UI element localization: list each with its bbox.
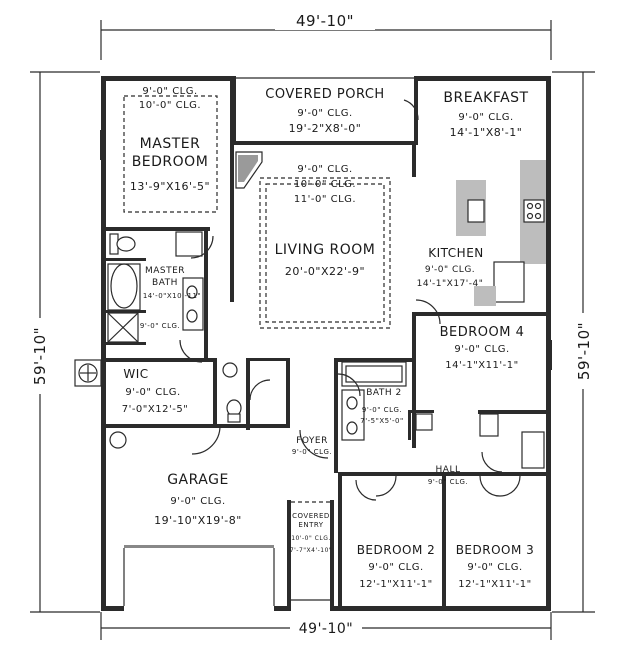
master-bath-name2: BATH	[152, 278, 178, 288]
living-room-name: LIVING ROOM	[275, 242, 376, 258]
covered-entry-size: 7'-7"X4'-10"	[290, 547, 332, 554]
dimension-right: 59'-10"	[552, 71, 595, 613]
dimension-left: 59'-10"	[30, 71, 100, 613]
water-heater-icon	[222, 362, 238, 378]
bedroom2-clg: 9'-0" CLG.	[368, 562, 423, 573]
living-room-clg2: 10'-0" CLG.	[294, 179, 356, 190]
breakfast-clg: 9'-0" CLG.	[458, 112, 513, 123]
master-bedroom-clg2: 10'-0" CLG.	[139, 100, 201, 111]
dimension-top: 49'-10"	[100, 10, 552, 60]
breakfast-size: 14'-1"X8'-1"	[450, 126, 523, 139]
bedroom2-size: 12'-1"X11'-1"	[359, 579, 432, 590]
garage-clg: 9'-0" CLG.	[170, 496, 225, 507]
master-bedroom-size: 13'-9"X16'-5"	[130, 180, 210, 193]
master-bedroom-clg1: 9'-0" CLG.	[142, 86, 197, 97]
kitchen-name: KITCHEN	[428, 246, 484, 260]
bedroom2-name: BEDROOM 2	[357, 543, 436, 557]
dimension-bottom: 49'-10"	[100, 612, 552, 640]
bath2-sink-icon	[346, 396, 358, 410]
foyer-name: FOYER	[296, 436, 328, 446]
kitchen-clg: 9'-0" CLG.	[425, 265, 475, 275]
stove-icon	[523, 199, 545, 223]
kitchen-size: 14'-1"X17'-4"	[417, 279, 484, 289]
dimension-top-label: 49'-10"	[296, 12, 354, 30]
dimension-left-label: 59'-10"	[31, 327, 49, 385]
foyer-clg: 9'-0" CLG.	[292, 448, 332, 456]
bedroom3-clg: 9'-0" CLG.	[467, 562, 522, 573]
living-room-size: 20'-0"X22'-9"	[285, 265, 365, 278]
living-room-clg3: 11'-0" CLG.	[294, 194, 356, 205]
bedroom4-clg: 9'-0" CLG.	[454, 344, 509, 355]
room-labels: 9'-0" CLG. 10'-0" CLG. MASTER BEDROOM 13…	[122, 86, 535, 590]
covered-entry-name2: ENTRY	[298, 521, 323, 529]
wic-clg: 9'-0" CLG.	[125, 387, 180, 398]
toilet-icon	[116, 236, 136, 252]
garage-name: GARAGE	[167, 472, 229, 488]
covered-porch-clg: 9'-0" CLG.	[297, 108, 352, 119]
wic-size: 7'-0"X12'-5"	[122, 404, 189, 415]
bedroom4-size: 14'-1"X11'-1"	[445, 360, 518, 371]
covered-entry-name1: COVERED	[292, 512, 330, 520]
bedroom3-name: BEDROOM 3	[456, 543, 535, 557]
hall-name: HALL	[436, 465, 461, 475]
washer-icon	[479, 413, 499, 437]
master-bedroom-name2: BEDROOM	[132, 154, 209, 170]
hall-clg: 9'-0" CLG.	[428, 478, 468, 486]
kitchen-sink-icon	[467, 199, 485, 223]
garage-size: 19'-10"X19'-8"	[154, 514, 242, 527]
bath2-size: 7'-5"X5'-0"	[360, 417, 403, 425]
bath2-name: BATH 2	[366, 388, 401, 398]
living-room-clg1: 9'-0" CLG.	[297, 164, 352, 175]
wic-name: WIC	[123, 367, 148, 381]
bath2-clg: 9'-0" CLG.	[362, 406, 402, 414]
interior-walls	[106, 81, 546, 610]
breakfast-name: BREAKFAST	[443, 90, 528, 106]
fixtures	[74, 95, 552, 501]
dimension-bottom-label: 49'-10"	[299, 621, 353, 637]
bedroom4-name: BEDROOM 4	[440, 325, 525, 340]
master-bath-size: 14'-0"X10'-11"	[143, 292, 201, 300]
covered-porch-name: COVERED PORCH	[265, 87, 384, 102]
bathtub-icon	[110, 263, 138, 309]
master-bedroom-name1: MASTER	[140, 136, 201, 152]
bedroom3-size: 12'-1"X11'-1"	[458, 579, 531, 590]
covered-entry-clg: 10'-0" CLG.	[291, 535, 331, 542]
master-bath-clg: 9'-0" CLG.	[140, 322, 180, 330]
master-bath-name1: MASTER	[145, 266, 185, 276]
sink-icon	[186, 285, 198, 299]
dimension-right-label: 59'-10"	[575, 322, 593, 380]
covered-porch-size: 19'-2"X8'-0"	[289, 122, 362, 135]
dryer-icon	[521, 431, 545, 469]
